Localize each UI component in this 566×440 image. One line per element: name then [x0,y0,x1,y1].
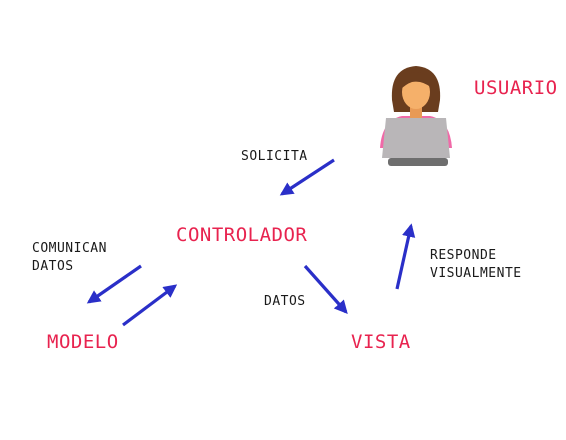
edge-label-responde-line-1: RESPONDE [430,248,497,263]
edge-label-responde-visualmente: RESPONDE VISUALMENTE [430,247,522,283]
edge-label-datos: DATOS [264,293,306,311]
edge-label-comunican-line-2: DATOS [32,259,74,274]
arrow-controlador-to-vista [303,264,348,315]
arrow-controlador-to-modelo [86,264,142,304]
arrow-usuario-to-controlador [279,158,335,196]
node-modelo: MODELO [47,331,119,353]
arrow-vista-to-usuario [395,223,416,290]
node-controlador: CONTROLADOR [176,224,308,246]
edge-label-responde-line-2: VISUALMENTE [430,266,522,281]
node-vista: VISTA [351,331,411,353]
edge-label-comunican-line-1: COMUNICAN [32,241,107,256]
edge-label-solicita: SOLICITA [241,148,308,166]
edge-label-comunican-datos: COMUNICAN DATOS [32,240,107,276]
person-at-laptop-icon [380,66,452,166]
edge-label-datos-text: DATOS [264,294,306,309]
arrow-modelo-to-controlador [122,284,178,327]
edge-label-solicita-text: SOLICITA [241,149,308,164]
node-usuario: USUARIO [474,77,558,99]
